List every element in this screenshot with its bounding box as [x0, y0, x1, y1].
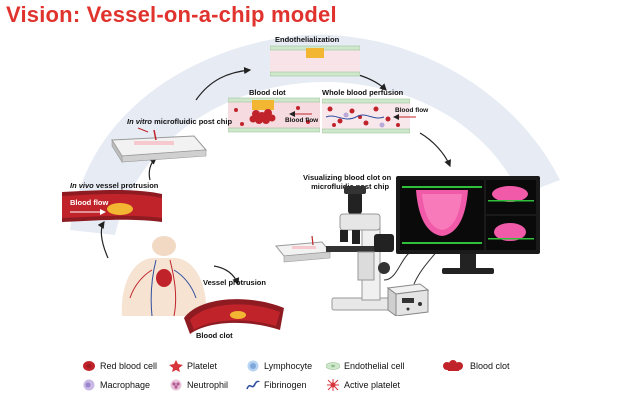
whole-blood-perfusion-label: Whole blood perfusion	[322, 88, 404, 97]
in-vivo-vessel	[62, 190, 162, 222]
human-torso	[121, 236, 207, 316]
monitor	[396, 176, 540, 274]
blood-flow-left-label: Blood flow	[285, 117, 319, 124]
macrophage-icon	[83, 379, 95, 391]
endothelialization-label: Endothelialization	[275, 35, 340, 44]
blood-clot-bottom-label: Blood clot	[196, 331, 233, 340]
endothelialization-chip	[270, 45, 360, 77]
red-blood-cell-icon	[83, 361, 95, 371]
endothelial-cell-icon	[326, 362, 340, 370]
blood-clot-chip-label: Blood clot	[249, 88, 286, 97]
stage-chip	[275, 236, 331, 263]
neutrophil-icon	[170, 379, 182, 391]
in-vitro-label: In vitro microfluidic post chip	[127, 117, 233, 126]
platelet-icon	[169, 360, 183, 372]
blood-flow-vessel-label: Blood flow	[70, 198, 109, 207]
blood-flow-right-label: Blood flow	[395, 107, 429, 114]
in-vivo-label: In vivo vessel protrusion	[70, 181, 159, 190]
blood-clot-chip	[228, 97, 320, 133]
blood-flow-vessel-arrow	[70, 209, 106, 215]
blood-clot-icon	[443, 360, 463, 371]
controller-box	[386, 283, 430, 316]
microscope	[326, 186, 397, 311]
lymphocyte-icon	[247, 360, 259, 372]
active-platelet-icon	[327, 379, 339, 391]
vessel-protrusion-label: Vessel protrusion	[203, 278, 266, 287]
in-vitro-chip	[111, 127, 208, 164]
fibrinogen-icon	[246, 380, 260, 390]
vessel-protrusion-diagram	[184, 299, 284, 334]
page-title: Vision: Vessel-on-a-chip model	[6, 2, 337, 27]
blood-flow-right-arrow	[393, 114, 416, 120]
